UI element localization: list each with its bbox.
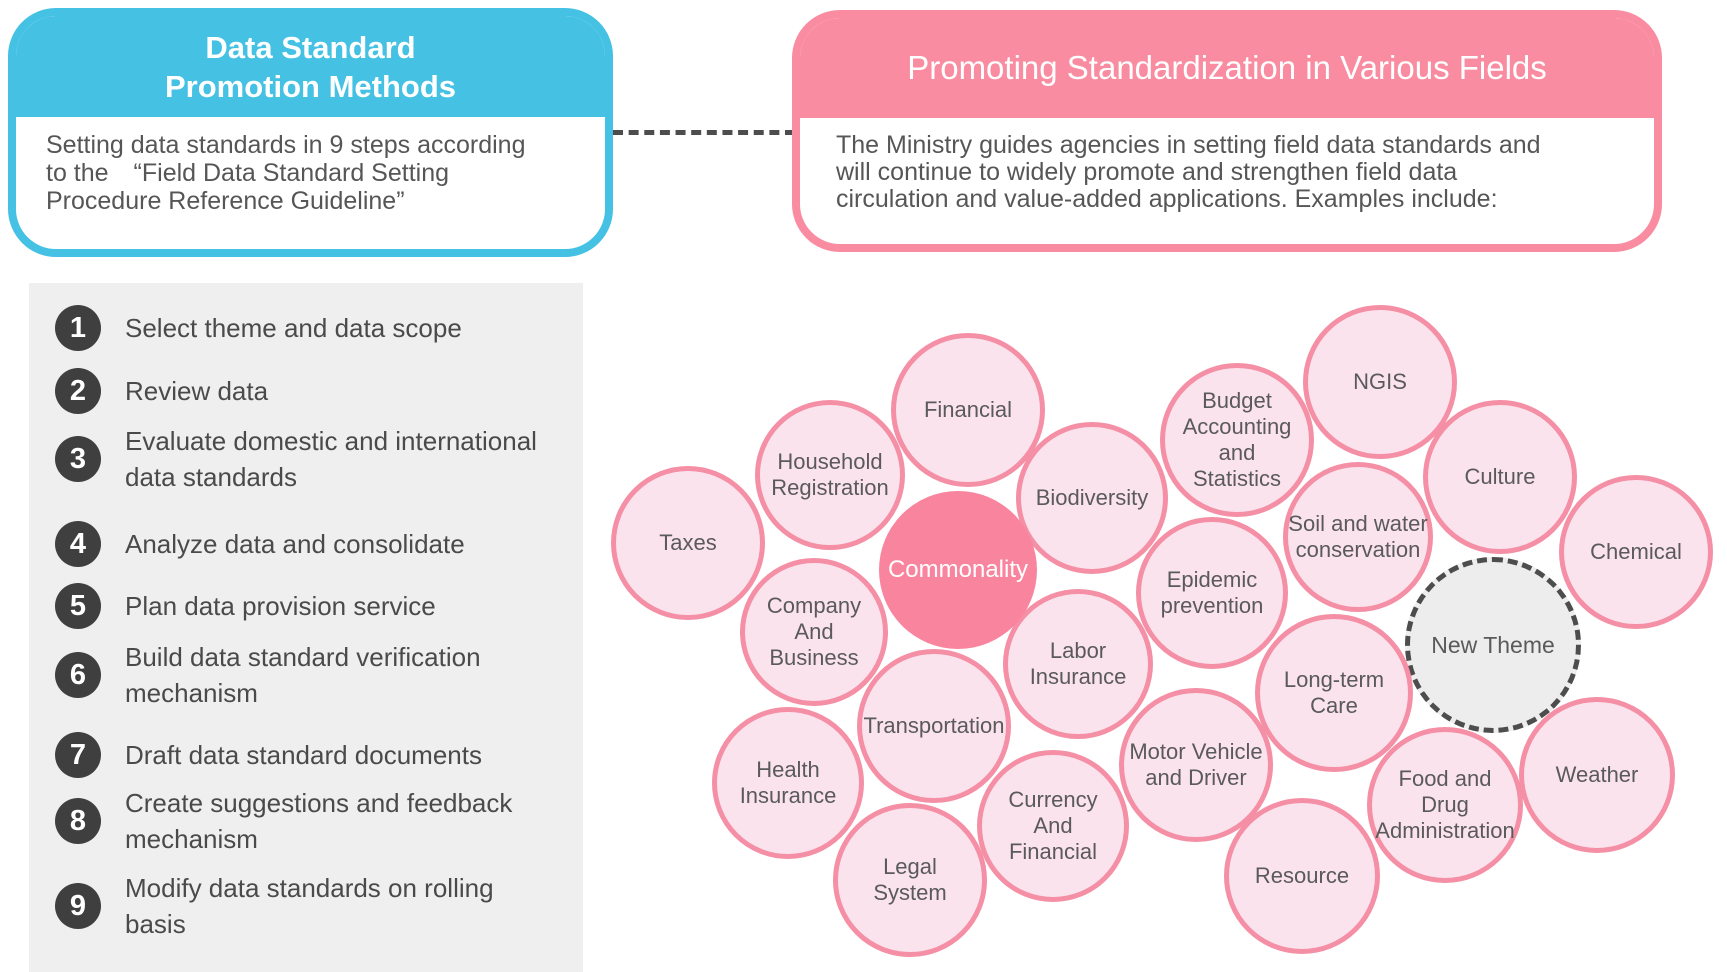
bubble-legal-system: Legal System [833,803,987,957]
step-8-number-badge: 8 [55,798,101,844]
bubble-culture: Culture [1423,400,1577,554]
step-6: 6 Build data standard verification mechan… [55,639,580,711]
bubble-taxes: Taxes [611,466,765,620]
bubble-chemical: Chemical [1559,475,1713,629]
step-8-label: Create suggestions and feedback mechanis… [125,788,513,854]
bubble-long-term-care: Long-term Care [1255,614,1413,772]
step-3-number-badge: 3 [55,436,101,482]
step-1: 1 Select theme and data scope [55,305,580,351]
bubble-soil-water-conservation: Soil and water conservation [1283,462,1433,612]
step-7-label: Draft data standard documents [125,740,482,770]
step-1-label: Select theme and data scope [125,313,462,343]
right-box-header: Promoting Standardization in Various Fie… [800,18,1654,118]
step-5-number-badge: 5 [55,583,101,629]
left-box-description: Setting data standards in 9 steps accord… [46,131,526,215]
bubble-transportation: Transportation [857,649,1011,803]
promoting-standardization-box: Promoting Standardization in Various Fie… [792,10,1662,252]
step-4-label: Analyze data and consolidate [125,529,465,559]
bubble-currency-and-financial: Currency And Financial [977,750,1129,902]
bubble-labor-insurance: Labor Insurance [1003,589,1153,739]
step-9: 9 Modify data standards on rolling basis [55,870,580,942]
step-2: 2 Review data [55,368,580,414]
step-5-label: Plan data provision service [125,591,436,621]
bubble-weather: Weather [1519,697,1675,853]
step-4-number-badge: 4 [55,521,101,567]
step-3-label: Evaluate domestic and international data… [125,426,537,492]
bubble-food-and-drug-administration: Food and Drug Administration [1367,727,1523,883]
bubble-budget-accounting-statistics: Budget Accounting and Statistics [1160,363,1314,517]
nine-steps-panel: 1 Select theme and data scope 2 Review data… [29,283,583,972]
left-box-title: Data Standard Promotion Methods [164,29,457,104]
step-9-number-badge: 9 [55,883,101,929]
step-5: 5 Plan data provision service [55,583,580,629]
dashed-connector-line [613,130,795,135]
step-4: 4 Analyze data and consolidate [55,521,580,567]
step-6-label: Build data standard verification mechani… [125,642,481,708]
bubble-health-insurance: Health Insurance [712,707,864,859]
right-box-title: Promoting Standardization in Various Fie… [907,49,1547,86]
step-6-number-badge: 6 [55,652,101,698]
bubble-new-theme: New Theme [1405,557,1581,733]
bubble-ngis: NGIS [1303,305,1457,459]
data-standard-promotion-methods-box: Data Standard Promotion Methods Setting … [8,8,613,257]
bubble-epidemic-prevention: Epidemic prevention [1136,517,1288,669]
step-1-number-badge: 1 [55,305,101,351]
bubble-financial: Financial [891,333,1045,487]
bubble-commonality: Commonality [879,491,1037,649]
bubble-motor-vehicle-and-driver: Motor Vehicle and Driver [1119,688,1273,842]
left-box-header: Data Standard Promotion Methods [16,16,605,117]
step-8: 8 Create suggestions and feedback mechani… [55,785,580,857]
step-9-label: Modify data standards on rolling basis [125,873,494,939]
step-2-label: Review data [125,376,269,406]
step-3: 3 Evaluate domestic and international dat… [55,423,580,495]
right-box-description: The Ministry guides agencies in setting … [836,131,1541,213]
bubble-household-registration: Household Registration [755,400,905,550]
step-7-number-badge: 7 [55,732,101,778]
step-2-number-badge: 2 [55,368,101,414]
bubble-biodiversity: Biodiversity [1016,422,1168,574]
step-7: 7 Draft data standard documents [55,732,580,778]
bubble-resource: Resource [1224,798,1380,954]
bubble-company-and-business: Company And Business [740,558,888,706]
